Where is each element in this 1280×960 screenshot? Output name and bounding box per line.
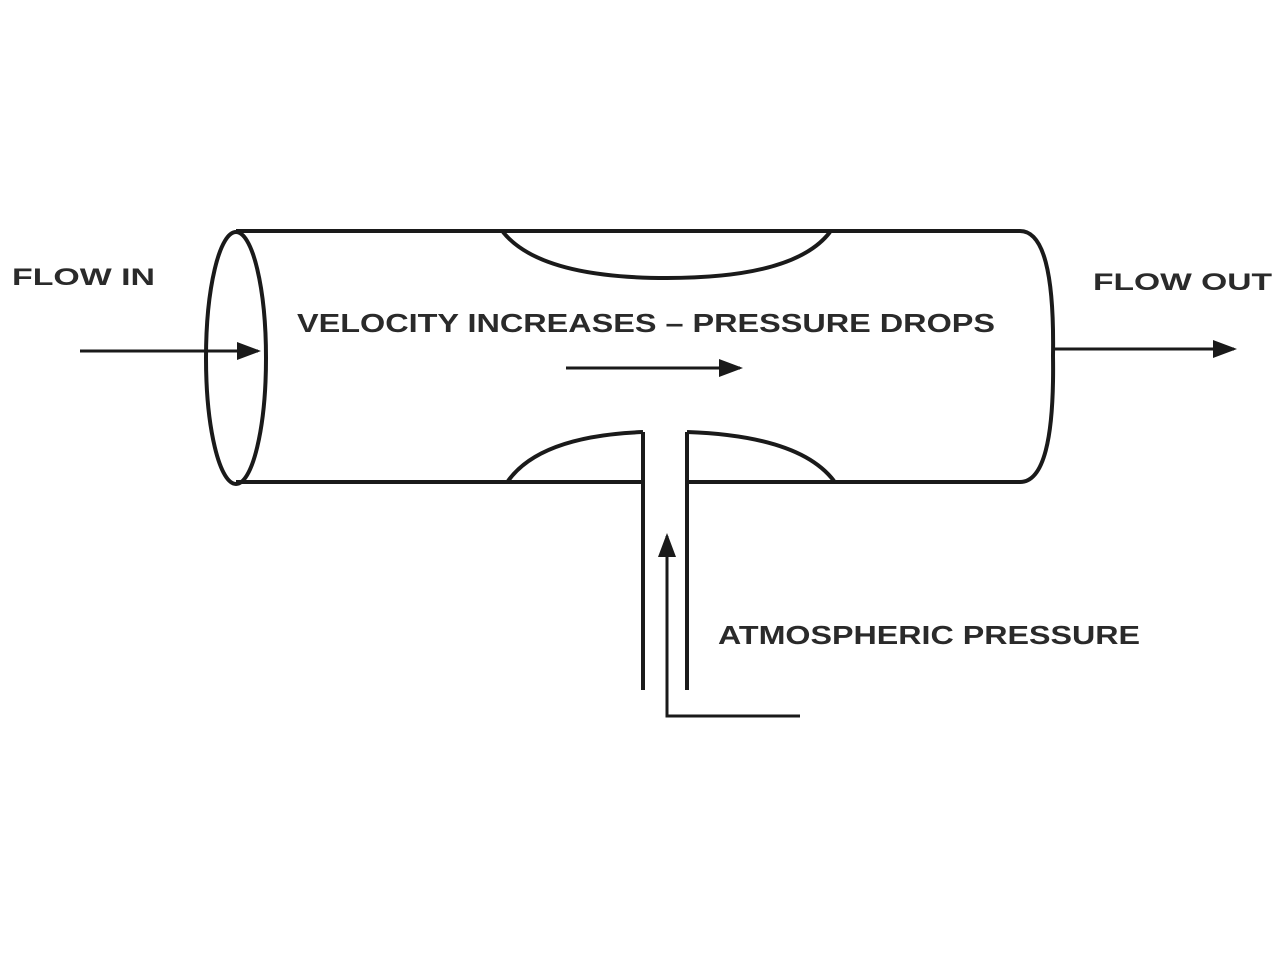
- throat-bottom-right-bulge: [686, 430, 836, 483]
- velocity-pressure-label: VELOCITY INCREASES – PRESSURE DROPS: [297, 308, 995, 338]
- constriction: [501, 230, 836, 483]
- tube: [204, 229, 1056, 486]
- throat-bottom-left-bulge: [506, 430, 644, 483]
- side-tube: [641, 432, 689, 690]
- throat-top-bulge: [501, 230, 832, 281]
- atmospheric-pressure-arrow: [658, 533, 800, 718]
- flow-out-label: FLOW OUT: [1093, 269, 1272, 296]
- tube-inlet-ellipse: [204, 230, 268, 486]
- flow-in-label: FLOW IN: [12, 264, 155, 291]
- atmospheric-pressure-label: ATMOSPHERIC PRESSURE: [718, 620, 1140, 650]
- tube-outlet-end: [1019, 229, 1056, 484]
